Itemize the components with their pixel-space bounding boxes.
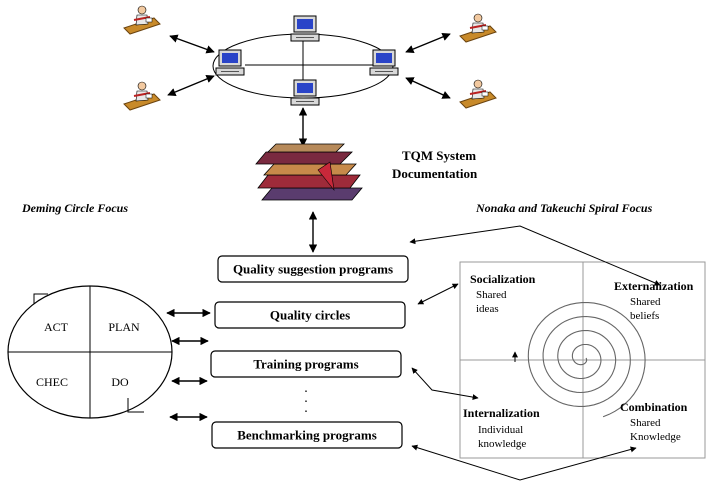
computer-icon (215, 49, 245, 76)
seci-externalization-line1: Shared (630, 296, 661, 308)
arrow-suggestion-externalization (409, 225, 661, 286)
seci-combination-line2: Knowledge (630, 431, 681, 443)
person-at-desk-icon (459, 13, 497, 43)
program-box: Training programs (210, 350, 402, 378)
computer-icon (369, 49, 399, 76)
seci-internalization-line2: knowledge (478, 438, 526, 450)
program-box: Quality circles (214, 301, 406, 329)
network-cluster (123, 5, 497, 147)
book-stack-icon (255, 143, 363, 201)
program-list: Quality suggestion programs Quality circ… (210, 255, 409, 449)
seci-combination-line1: Shared (630, 417, 661, 429)
person-at-desk-icon (123, 81, 161, 111)
seci-internalization-line1: Individual (478, 424, 523, 436)
program-label: Quality suggestion programs (233, 262, 393, 277)
program-label: Training programs (253, 357, 358, 372)
seci-internalization-title: Internalization (463, 406, 540, 420)
seci-externalization-title: Externalization (614, 279, 694, 293)
pdca-do: DO (111, 375, 129, 389)
arrow-circles-socialization (417, 283, 459, 305)
ellipsis-dot: . (304, 381, 308, 396)
arrow-person-computer (167, 75, 215, 96)
pdca-circle: ACT PLAN CHEC DO (7, 285, 173, 419)
arrow-person-computer (405, 77, 451, 99)
pdca-act: ACT (44, 320, 69, 334)
seci-combination-title: Combination (620, 400, 688, 414)
deming-focus-label: Deming Circle Focus (21, 201, 128, 215)
arrow-person-computer (169, 34, 215, 54)
arrow-training-internalization (411, 367, 479, 401)
cycle-mark (127, 398, 144, 413)
arrow-benchmarking-combination (411, 444, 637, 481)
seci-externalization-line2: beliefs (630, 310, 659, 322)
seci-spiral-panel: Socialization Shared ideas Externalizati… (459, 261, 706, 459)
seci-socialization-line1: Shared (476, 289, 507, 301)
computer-icon (290, 15, 320, 42)
program-label: Benchmarking programs (237, 428, 377, 443)
cycle-mark (33, 293, 48, 304)
ellipsis-dot: . (304, 401, 308, 416)
program-box: Quality suggestion programs (217, 255, 409, 283)
tqm-label-line1: TQM System (402, 148, 476, 163)
arrow-person-computer (405, 32, 451, 54)
program-label: Quality circles (270, 308, 350, 323)
pdca-check: CHEC (36, 375, 68, 389)
pdca-plan: PLAN (108, 320, 140, 334)
seci-socialization-title: Socialization (470, 272, 536, 286)
ellipsis-dot: . (304, 391, 308, 406)
person-at-desk-icon (459, 79, 497, 109)
computer-icon (290, 79, 320, 106)
tqm-label-line2: Documentation (392, 166, 478, 181)
knowledge-spiral (527, 302, 646, 418)
person-at-desk-icon (123, 5, 161, 35)
program-box: Benchmarking programs (211, 421, 403, 449)
nonaka-focus-label: Nonaka and Takeuchi Spiral Focus (475, 201, 653, 215)
seci-socialization-line2: ideas (476, 303, 499, 315)
